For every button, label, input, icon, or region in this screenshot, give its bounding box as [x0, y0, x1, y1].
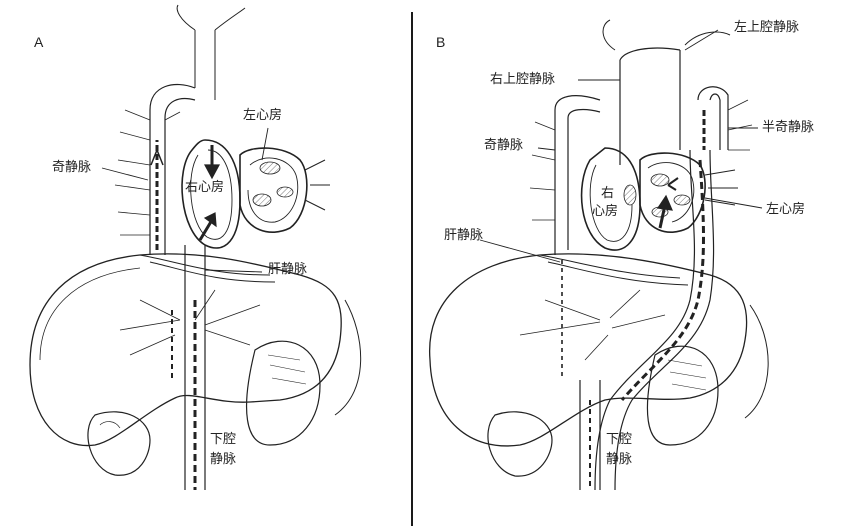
panel-b-hemiazygos-label: 半奇静脉 [762, 120, 815, 135]
panel-b-left-kidney [646, 345, 719, 446]
panel-b-left-svc-label: 左上腔静脉 [734, 20, 800, 35]
panel-a-azygos-label: 奇静脉 [52, 160, 92, 175]
panel-b-right-atrium-label-1: 右 [601, 186, 615, 201]
panel-b-liver [429, 253, 748, 447]
panel-b-right-atrium [580, 147, 641, 251]
panel-b-right-kidney [487, 411, 553, 477]
panel-b-right-atrium-label-2: 心房 [592, 204, 619, 219]
panel-b-illustration [429, 19, 769, 491]
panel-b-left-atrium-label: 左心房 [766, 202, 806, 217]
panel-a-liver [29, 253, 342, 447]
panel-b-left-atrium [639, 152, 706, 233]
panel-a-left-kidney [246, 340, 321, 446]
panel-a-illustration [29, 4, 362, 490]
panel-a-right-kidney [87, 411, 151, 476]
panel-a-ivc-label-1: 下腔 [210, 432, 237, 447]
leader-lines [101, 29, 763, 273]
panel-a-right-atrium-label: 右心房 [185, 180, 225, 195]
panel-a-left-atrium [239, 147, 308, 233]
panel-b-ivc-label-2: 静脉 [606, 452, 633, 467]
panel-a-hepatic-label: 肝静脉 [268, 262, 308, 277]
panel-b-hepatic-label: 肝静脉 [444, 228, 484, 243]
panel-a-letter: A [34, 34, 44, 50]
panel-a-ivc-label-2: 静脉 [210, 452, 237, 467]
panel-b-ivc-label-1: 下腔 [606, 432, 633, 447]
panel-b-right-svc-label: 右上腔静脉 [490, 72, 556, 87]
panel-a-left-atrium-label: 左心房 [243, 108, 283, 123]
panel-b-letter: B [436, 34, 446, 50]
panel-b-azygos-label: 奇静脉 [484, 138, 524, 153]
